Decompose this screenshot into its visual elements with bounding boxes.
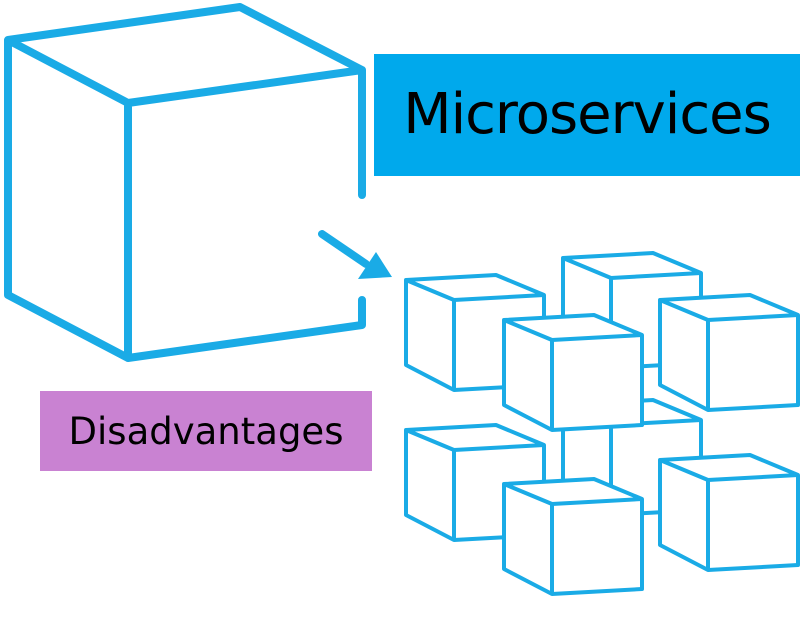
small-cubes-cluster-icon [404, 251, 800, 596]
small-cube-icon [502, 477, 644, 596]
small-cube-outline [658, 453, 800, 572]
arrow-icon [318, 230, 392, 279]
large-cube-fill [8, 7, 362, 358]
large-cube-icon [4, 3, 366, 362]
large-cube-outline [4, 3, 366, 362]
title-text: Microservices [403, 82, 771, 147]
disadvantages-label: Disadvantages [40, 391, 372, 471]
small-cube-icon [502, 313, 644, 432]
arrow-head [358, 252, 392, 279]
small-cube-icon [658, 453, 800, 572]
arrow-shaft [318, 230, 370, 268]
small-cube-outline [502, 313, 644, 432]
small-cube-outline [502, 477, 644, 596]
small-cube-icon [658, 293, 800, 412]
small-cube-outline [658, 293, 800, 412]
title-banner: Microservices [374, 54, 800, 176]
disadvantages-label-text: Disadvantages [68, 409, 344, 453]
